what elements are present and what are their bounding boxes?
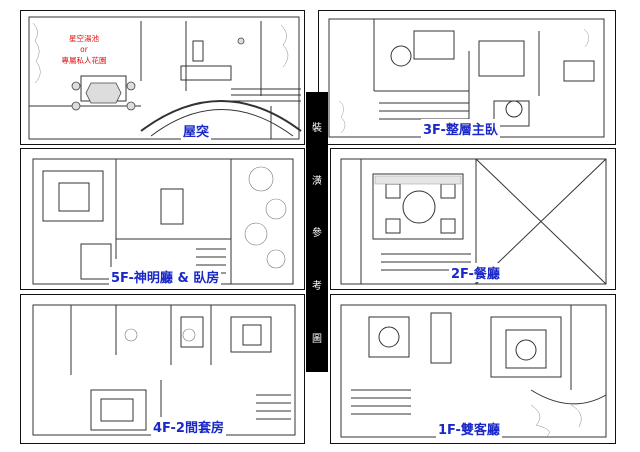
floor2-caption: 2F-餐廳 <box>449 263 502 282</box>
panel-roof: 星空湯池 or 專屬私人花園 屋突 <box>20 10 305 145</box>
panel-floor2: 2F-餐廳 <box>330 148 616 290</box>
center-label-char: 圖 <box>312 334 322 346</box>
center-label-char: 潢 <box>312 175 322 187</box>
panel-floor3: 3F-整層主臥 <box>318 10 616 145</box>
floor5-caption: 5F-神明廳 & 臥房 <box>109 267 222 286</box>
panel-floor5: 5F-神明廳 & 臥房 <box>20 148 305 290</box>
center-label-char: 參 <box>312 228 322 240</box>
roof-floor-plan <box>28 16 302 140</box>
floor3-floor-plan <box>328 18 605 138</box>
floor3-caption: 3F-整層主臥 <box>421 119 500 138</box>
floor1-caption: 1F-雙客廳 <box>436 419 502 438</box>
floor4-caption: 4F-2間套房 <box>151 417 226 436</box>
center-label-char: 考 <box>312 281 322 293</box>
panel-floor4: 4F-2間套房 <box>20 294 305 444</box>
center-label-band: 裝 潢 參 考 圖 <box>306 92 328 372</box>
roof-note-option-b: 專屬私人花園 <box>61 56 107 65</box>
roof-note-or: or <box>80 45 88 54</box>
roof-caption: 屋突 <box>181 121 212 140</box>
panel-floor1: 1F-雙客廳 <box>330 294 616 444</box>
center-label-char: 裝 <box>312 122 322 134</box>
roof-note-option-a: 星空湯池 <box>69 34 99 43</box>
